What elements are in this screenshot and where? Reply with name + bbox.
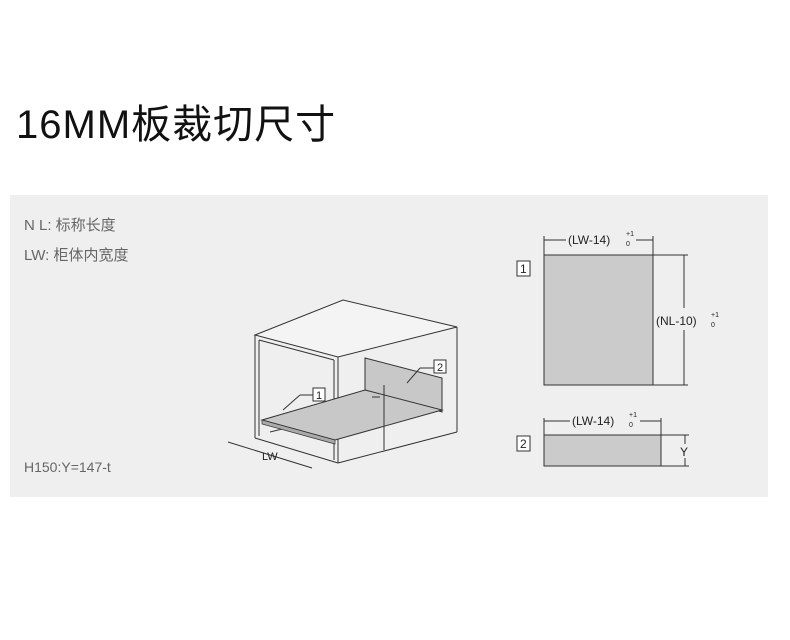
svg-text:+1: +1	[711, 312, 719, 319]
part1-width-dim: (LW-14)	[568, 233, 610, 247]
diagram-label-1: 1	[316, 390, 322, 402]
height-formula: H150:Y=147-t	[24, 459, 111, 475]
svg-text:0: 0	[626, 241, 630, 248]
part2-width-dim: (LW-14)	[572, 414, 614, 428]
part1-rect	[543, 254, 654, 386]
lw-label: LW	[262, 451, 278, 463]
diagram-label-2: 2	[437, 362, 443, 374]
side-panel-part-2	[364, 357, 443, 413]
part1-height-dim: (NL-10)	[656, 314, 697, 328]
part2-rect	[543, 434, 662, 467]
svg-text:+1: +1	[629, 412, 637, 419]
svg-text:0: 0	[711, 322, 715, 329]
page-title: 16MM板裁切尺寸	[16, 103, 337, 147]
svg-text:+1: +1	[626, 231, 634, 238]
legend-lw: LW: 柜体内宽度	[24, 247, 129, 264]
legend-nl: N L: 标称长度	[24, 217, 116, 234]
part2-label: 2	[520, 437, 527, 451]
part1-label: 1	[520, 262, 527, 276]
svg-text:0: 0	[629, 422, 633, 429]
cabinet-outline	[253, 299, 458, 464]
part2-height-dim: Y	[680, 445, 688, 459]
